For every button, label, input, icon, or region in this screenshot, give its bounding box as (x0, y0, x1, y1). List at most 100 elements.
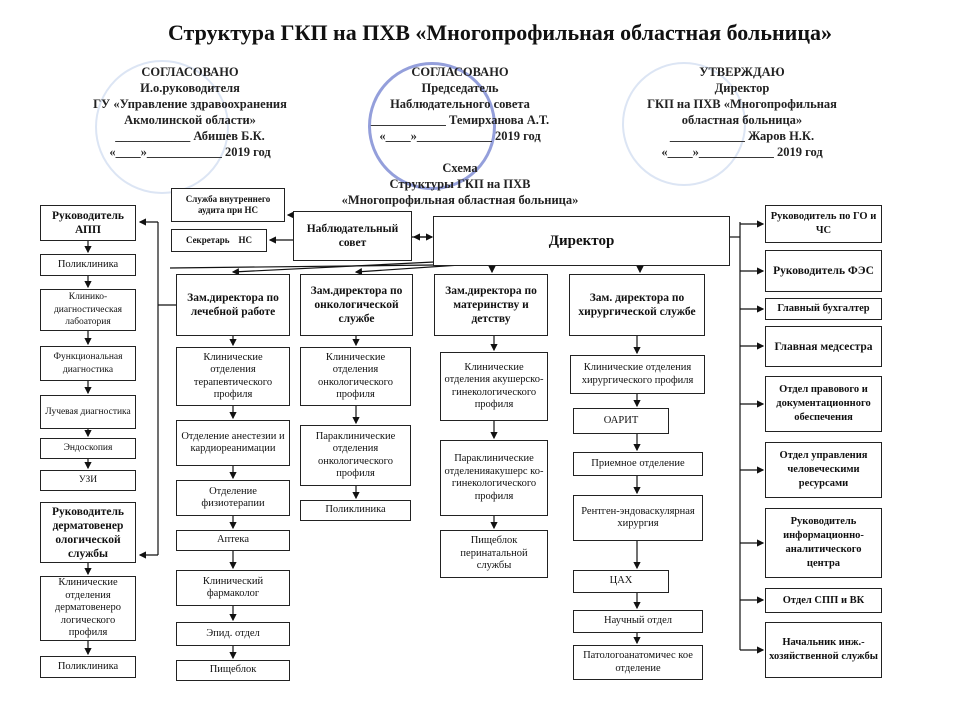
left-item-ultrasound: УЗИ (40, 470, 136, 491)
box-label: Руководитель информационно-аналитическог… (783, 516, 864, 569)
box-label: ЦАХ (609, 575, 633, 587)
box-label: Зам.директора по онкологической службе (310, 285, 403, 325)
box-label: Патологоанатомичес кое отделение (583, 650, 693, 674)
col2-item: Параклинические отделения онкологическог… (300, 425, 411, 486)
left-item-dermatology-head: Руководитель дерматовенер ологической сл… (40, 502, 136, 563)
box-label: Секретарь НС (185, 235, 253, 246)
box-label: Клинические отделения онкологического пр… (318, 351, 393, 401)
box-label: Клинические отделения хирургического про… (581, 362, 694, 386)
box-label: Главная медсестра (774, 340, 873, 353)
scheme-title: «Многопрофильная областная больница» (341, 193, 579, 207)
approval-line: Акмолинской области» (124, 113, 256, 127)
box-label: Директор (548, 232, 615, 249)
box-label: Наблюдательный совет (306, 223, 399, 249)
approval-line: Наблюдательного совета (390, 97, 530, 111)
box-label: Руководитель по ГО и ЧС (770, 211, 877, 236)
right-item: Отдел СПП и ВК (765, 588, 882, 613)
approval-line: ____________ Темирханова А.Т. (370, 113, 550, 127)
box-label: Аптека (216, 534, 250, 546)
box-label: Приемное отделение (591, 457, 685, 469)
col2-item: Поликлиника (300, 500, 411, 521)
approval-line: ____________ Жаров Н.К. (669, 129, 815, 143)
approval-line: «____»____________ 2019 год (109, 145, 271, 159)
box-label: Клинический фармаколог (202, 575, 264, 600)
col1-item: Аптека (176, 530, 290, 551)
approval-heading: СОГЛАСОВАНО (141, 65, 239, 79)
seal-stamp-right (622, 62, 746, 186)
col4-item: Приемное отделение (573, 452, 703, 476)
box-label: Клинические отделения терапевтического п… (193, 351, 273, 401)
left-item-polyclinic-2: Поликлиника (40, 656, 136, 678)
deputy-surgery-box: Зам. директора по хирургической службе (569, 274, 705, 336)
box-label: Зам.директора по лечебной работе (187, 292, 279, 318)
col1-item: Отделение анестезии и кардиореанимации (176, 420, 290, 466)
col1-item: Отделение физиотерапии (176, 480, 290, 516)
right-item: Отдел правового и документационного обес… (765, 376, 882, 432)
right-item: Руководитель по ГО и ЧС (765, 205, 882, 243)
col1-item: Клинические отделения терапевтического п… (176, 347, 290, 406)
box-label: Параклинические отделения онкологическог… (315, 430, 396, 480)
box-label: Поликлиника (57, 660, 119, 672)
box-label: Пищеблок (209, 664, 257, 676)
director-box: Директор (433, 216, 730, 266)
scheme-title: Структуры ГКП на ПХВ (389, 177, 531, 191)
box-label: Эпид. отдел (206, 627, 260, 639)
box-label: Пищеблок перинатальной службы (460, 535, 528, 572)
right-item: Руководитель ФЭС (765, 250, 882, 292)
box-label: Эндоскопия (63, 443, 113, 454)
box-label: Отделение физиотерапии (201, 485, 265, 510)
approval-line: ____________ Абишев Б.К. (115, 129, 265, 143)
approval-heading: СОГЛАСОВАНО (411, 65, 509, 79)
box-label: Служба внутреннего аудита при НС (185, 194, 271, 215)
box-label: Зам. директора по хирургической службе (578, 292, 696, 318)
box-label: Лучевая диагностика (45, 406, 131, 417)
col4-item: ЦАХ (573, 570, 669, 593)
approval-line: И.о.руководителя (140, 81, 240, 95)
approval-line: «____»____________ 2019 год (379, 129, 541, 143)
left-item-radiology: Лучевая диагностика (40, 395, 136, 429)
box-label: Начальник инж.-хозяйственной службы (769, 637, 878, 662)
left-item-lab: Клинико-диагностическая лабоатория (40, 289, 136, 331)
deputy-oncology-box: Зам.директора по онкологической службе (300, 274, 413, 336)
box-label: Научный отдел (604, 615, 672, 627)
box-label: Зам.директора по материнству и детству (445, 285, 537, 325)
left-item-app-head: Руководитель АПП (40, 205, 136, 241)
box-label: Клинические отделения акушерско-гинеколо… (444, 361, 544, 411)
col3-item: Параклинические отделенияакушерс ко-гине… (440, 440, 548, 516)
box-label: Руководитель ФЭС (773, 265, 874, 277)
box-label: УЗИ (78, 475, 98, 486)
approval-line: ГУ «Управление здравоохранения (93, 97, 287, 111)
box-label: Отдел управления человеческими ресурсами (779, 450, 868, 489)
box-label: Рентген-эндоваскулярная хирургия (581, 505, 695, 530)
left-item-dermatology-depts: Клинические отделения дерматовенеро логи… (40, 576, 136, 641)
col1-item: Эпид. отдел (176, 622, 290, 646)
approval-line: Председатель (421, 81, 499, 95)
approval-center: СОГЛАСОВАНО Председатель Наблюдательного… (330, 64, 590, 208)
box-label: Клинические отделения дерматовенеро логи… (54, 577, 122, 639)
col4-item: Патологоанатомичес кое отделение (573, 645, 703, 680)
box-label: Функциональная диагностика (53, 352, 123, 375)
box-label: ОАРИТ (603, 414, 639, 426)
col1-item: Пищеблок (176, 660, 290, 681)
deputy-maternity-box: Зам.директора по материнству и детству (434, 274, 548, 336)
col3-item: Клинические отделения акушерско-гинеколо… (440, 352, 548, 421)
approval-right: УТВЕРЖДАЮ Директор ГКП на ПХВ «Многопроф… (612, 64, 872, 160)
audit-service-box: Служба внутреннего аудита при НС (171, 188, 285, 222)
council-secretary-box: Секретарь НС (171, 229, 267, 252)
box-label: Параклинические отделенияакушерс ко-гине… (444, 453, 544, 502)
col4-item: Клинические отделения хирургического про… (570, 355, 705, 394)
box-label: Отдел правового и документационного обес… (776, 384, 871, 423)
right-item: Главный бухгалтер (765, 298, 882, 320)
right-item: Главная медсестра (765, 326, 882, 367)
deputy-medical-box: Зам.директора по лечебной работе (176, 274, 290, 336)
right-item: Отдел управления человеческими ресурсами (765, 442, 882, 498)
approval-heading: УТВЕРЖДАЮ (699, 65, 785, 79)
box-label: Поликлиника (57, 258, 119, 270)
box-label: Главный бухгалтер (777, 303, 870, 314)
box-label: Отдел СПП и ВК (782, 594, 865, 606)
col4-item: Научный отдел (573, 610, 703, 633)
left-item-functional-diagnostics: Функциональная диагностика (40, 346, 136, 381)
page-title: Структура ГКП на ПХВ «Многопрофильная об… (167, 20, 833, 45)
col4-item: Рентген-эндоваскулярная хирургия (573, 495, 703, 541)
